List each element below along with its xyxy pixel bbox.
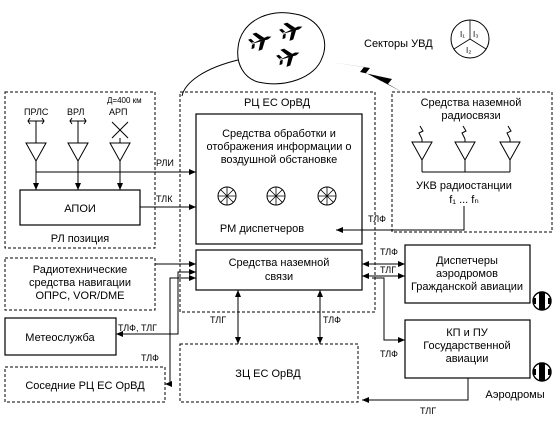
sectors-label: Секторы УВД (364, 38, 433, 50)
airspace-cloud (237, 12, 326, 85)
radio-title-line-1: Средства наземной (421, 97, 522, 109)
state-line-3: авиации (446, 353, 489, 365)
state-box (404, 319, 531, 379)
neighbors-link (165, 275, 196, 387)
sector-label-3: I₃ (473, 30, 478, 39)
aircraft-icon (274, 44, 303, 69)
processing-box (195, 113, 363, 245)
state-link-label: ТЛФ (380, 349, 398, 359)
rm-label: РМ диспетчеров (220, 223, 304, 235)
aircraft-icon (246, 28, 275, 53)
ukv-label: УКВ радиостанции (416, 180, 512, 192)
civil-box (404, 244, 531, 304)
radar-label-prls: ПРЛС (24, 107, 49, 117)
zc-label: ЗЦ ЕС ОрВД (235, 368, 301, 380)
processing-line-3: воздушной обстановке (221, 154, 338, 166)
ground-comm-line-1: Средства наземной (229, 257, 330, 269)
civil-tlg-label: ТЛГ (380, 265, 396, 275)
tlk-label: ТЛК (156, 194, 173, 204)
airspace-beam (181, 59, 239, 97)
apoi-label: АПОИ (64, 203, 96, 215)
state-line-2: Государственной (423, 340, 510, 352)
processing-line-1: Средства обработки и (222, 128, 336, 140)
civil-line-1: Диспетчеры (436, 255, 498, 267)
ground-comm-line-2: связи (265, 271, 293, 283)
display-console-icon (317, 186, 337, 206)
meteo-label: Метеослужба (25, 332, 95, 344)
radar-label-vrl: ВРЛ (67, 107, 85, 117)
rl-position-region (4, 91, 156, 249)
civil-line-2: аэродромов (436, 268, 498, 280)
rc-region (179, 91, 376, 313)
nav-line-2: средства навигации (29, 277, 131, 289)
display-console-icon (266, 186, 286, 206)
zc-tlf-label: ТЛФ (323, 315, 341, 325)
radio-title-line-2: радиосвязи (441, 110, 500, 122)
sector-label-1: I₁ (460, 30, 465, 39)
rl-position-label: РЛ позиция (51, 233, 110, 245)
freq-label: f₁ ... fₙ (449, 194, 479, 206)
aerodromes-label: Аэродромы (485, 389, 544, 401)
rl-range-label: Д=400 км (107, 96, 142, 105)
tlf-radio-label: ТЛФ (368, 214, 386, 224)
radar-label-arp: АРП (109, 107, 127, 117)
runway-icon (532, 291, 552, 311)
state-link (372, 277, 405, 343)
radio-antenna-icon (454, 125, 476, 161)
runway-icon (532, 362, 552, 382)
zc-region (179, 343, 359, 403)
neighbors-label: Соседние РЦ ЕС ОрВД (25, 380, 145, 392)
radio-region (391, 91, 553, 233)
state-zc-tlg-label: ТЛГ (420, 406, 436, 416)
state-zc-tlg-link (362, 378, 469, 403)
rli-label: РЛИ (156, 158, 174, 168)
direction-finder-icon (109, 121, 131, 162)
rc-title: РЦ ЕС ОрВД (244, 97, 311, 109)
nav-line-3: ОПРС, VOR/DME (35, 290, 124, 302)
meteo-link-label: ТЛФ, ТЛГ (118, 323, 157, 333)
sector-label-2: I₂ (466, 46, 471, 55)
state-line-1: КП и ПУ (446, 327, 488, 339)
radio-antenna-icon (411, 125, 433, 161)
tlf-radio-link (336, 206, 465, 233)
radar-antenna-icon (67, 117, 89, 162)
radar-antenna-icon (25, 117, 47, 162)
neighbors-link-label: ТЛФ (141, 353, 159, 363)
meteo-box (4, 317, 117, 356)
radio-antenna-icon (499, 125, 521, 161)
civil-tlf-label: ТЛФ (380, 247, 398, 257)
processing-line-2: отображения информации о (206, 141, 351, 153)
aircraft-icon (277, 18, 306, 43)
radio-link-bolt (330, 62, 402, 92)
display-console-icon (217, 186, 237, 206)
nav-line-1: Радиотехнические (33, 264, 127, 276)
ground-comm-box (195, 249, 363, 291)
zc-tlg-label: ТЛГ (210, 315, 226, 325)
civil-line-3: Гражданской авиации (411, 281, 523, 293)
sectors-circle: I₁ I₂ I₃ (450, 19, 490, 59)
